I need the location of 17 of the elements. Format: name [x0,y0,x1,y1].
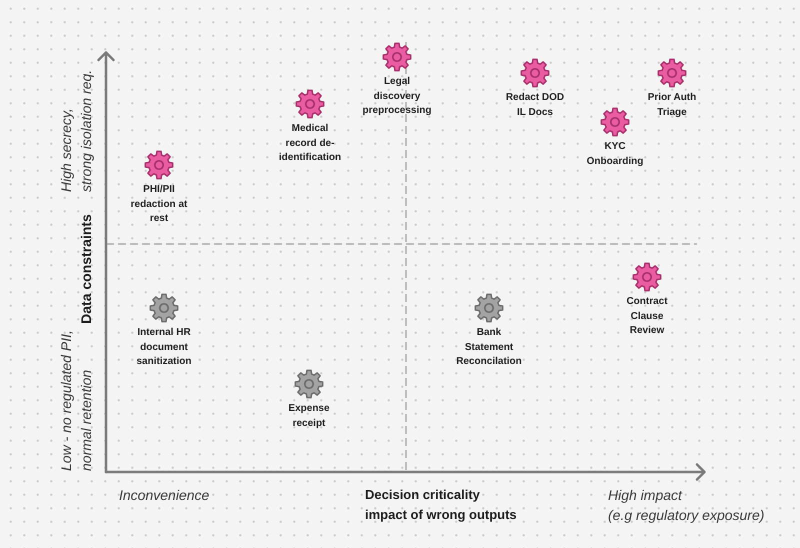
use-case-label: Medical record de-identification [278,122,342,165]
use-case-label: Internal HR document sanitization [136,326,192,369]
use-case-label: PHI/PII redaction at rest [130,183,188,226]
axis-label: High secrecy, strong isolation req. [57,68,95,192]
axis-label: Inconvenience [119,486,210,505]
use-case-label: Contract Clause Review [626,295,668,338]
use-case-label: Prior Auth Triage [647,91,697,120]
axis-title: Data constraints [77,214,95,324]
axis-label: Low - no regulated PII, normal retention [57,329,95,471]
use-case-label: Bank Statement Reconcilation [456,326,522,369]
use-case-label: Legal discovery preprocessing [362,75,432,118]
axis-title: Decision criticality impact of wrong outputs [365,486,518,524]
use-case-label: Expense receipt [288,402,330,430]
use-case-label: Redact DOD IL Docs [505,91,565,120]
axis-label: (e.g regulatory exposure) [608,506,764,525]
use-case-label: KYC Onboarding [586,140,644,168]
axis-label: High impact [608,486,682,505]
